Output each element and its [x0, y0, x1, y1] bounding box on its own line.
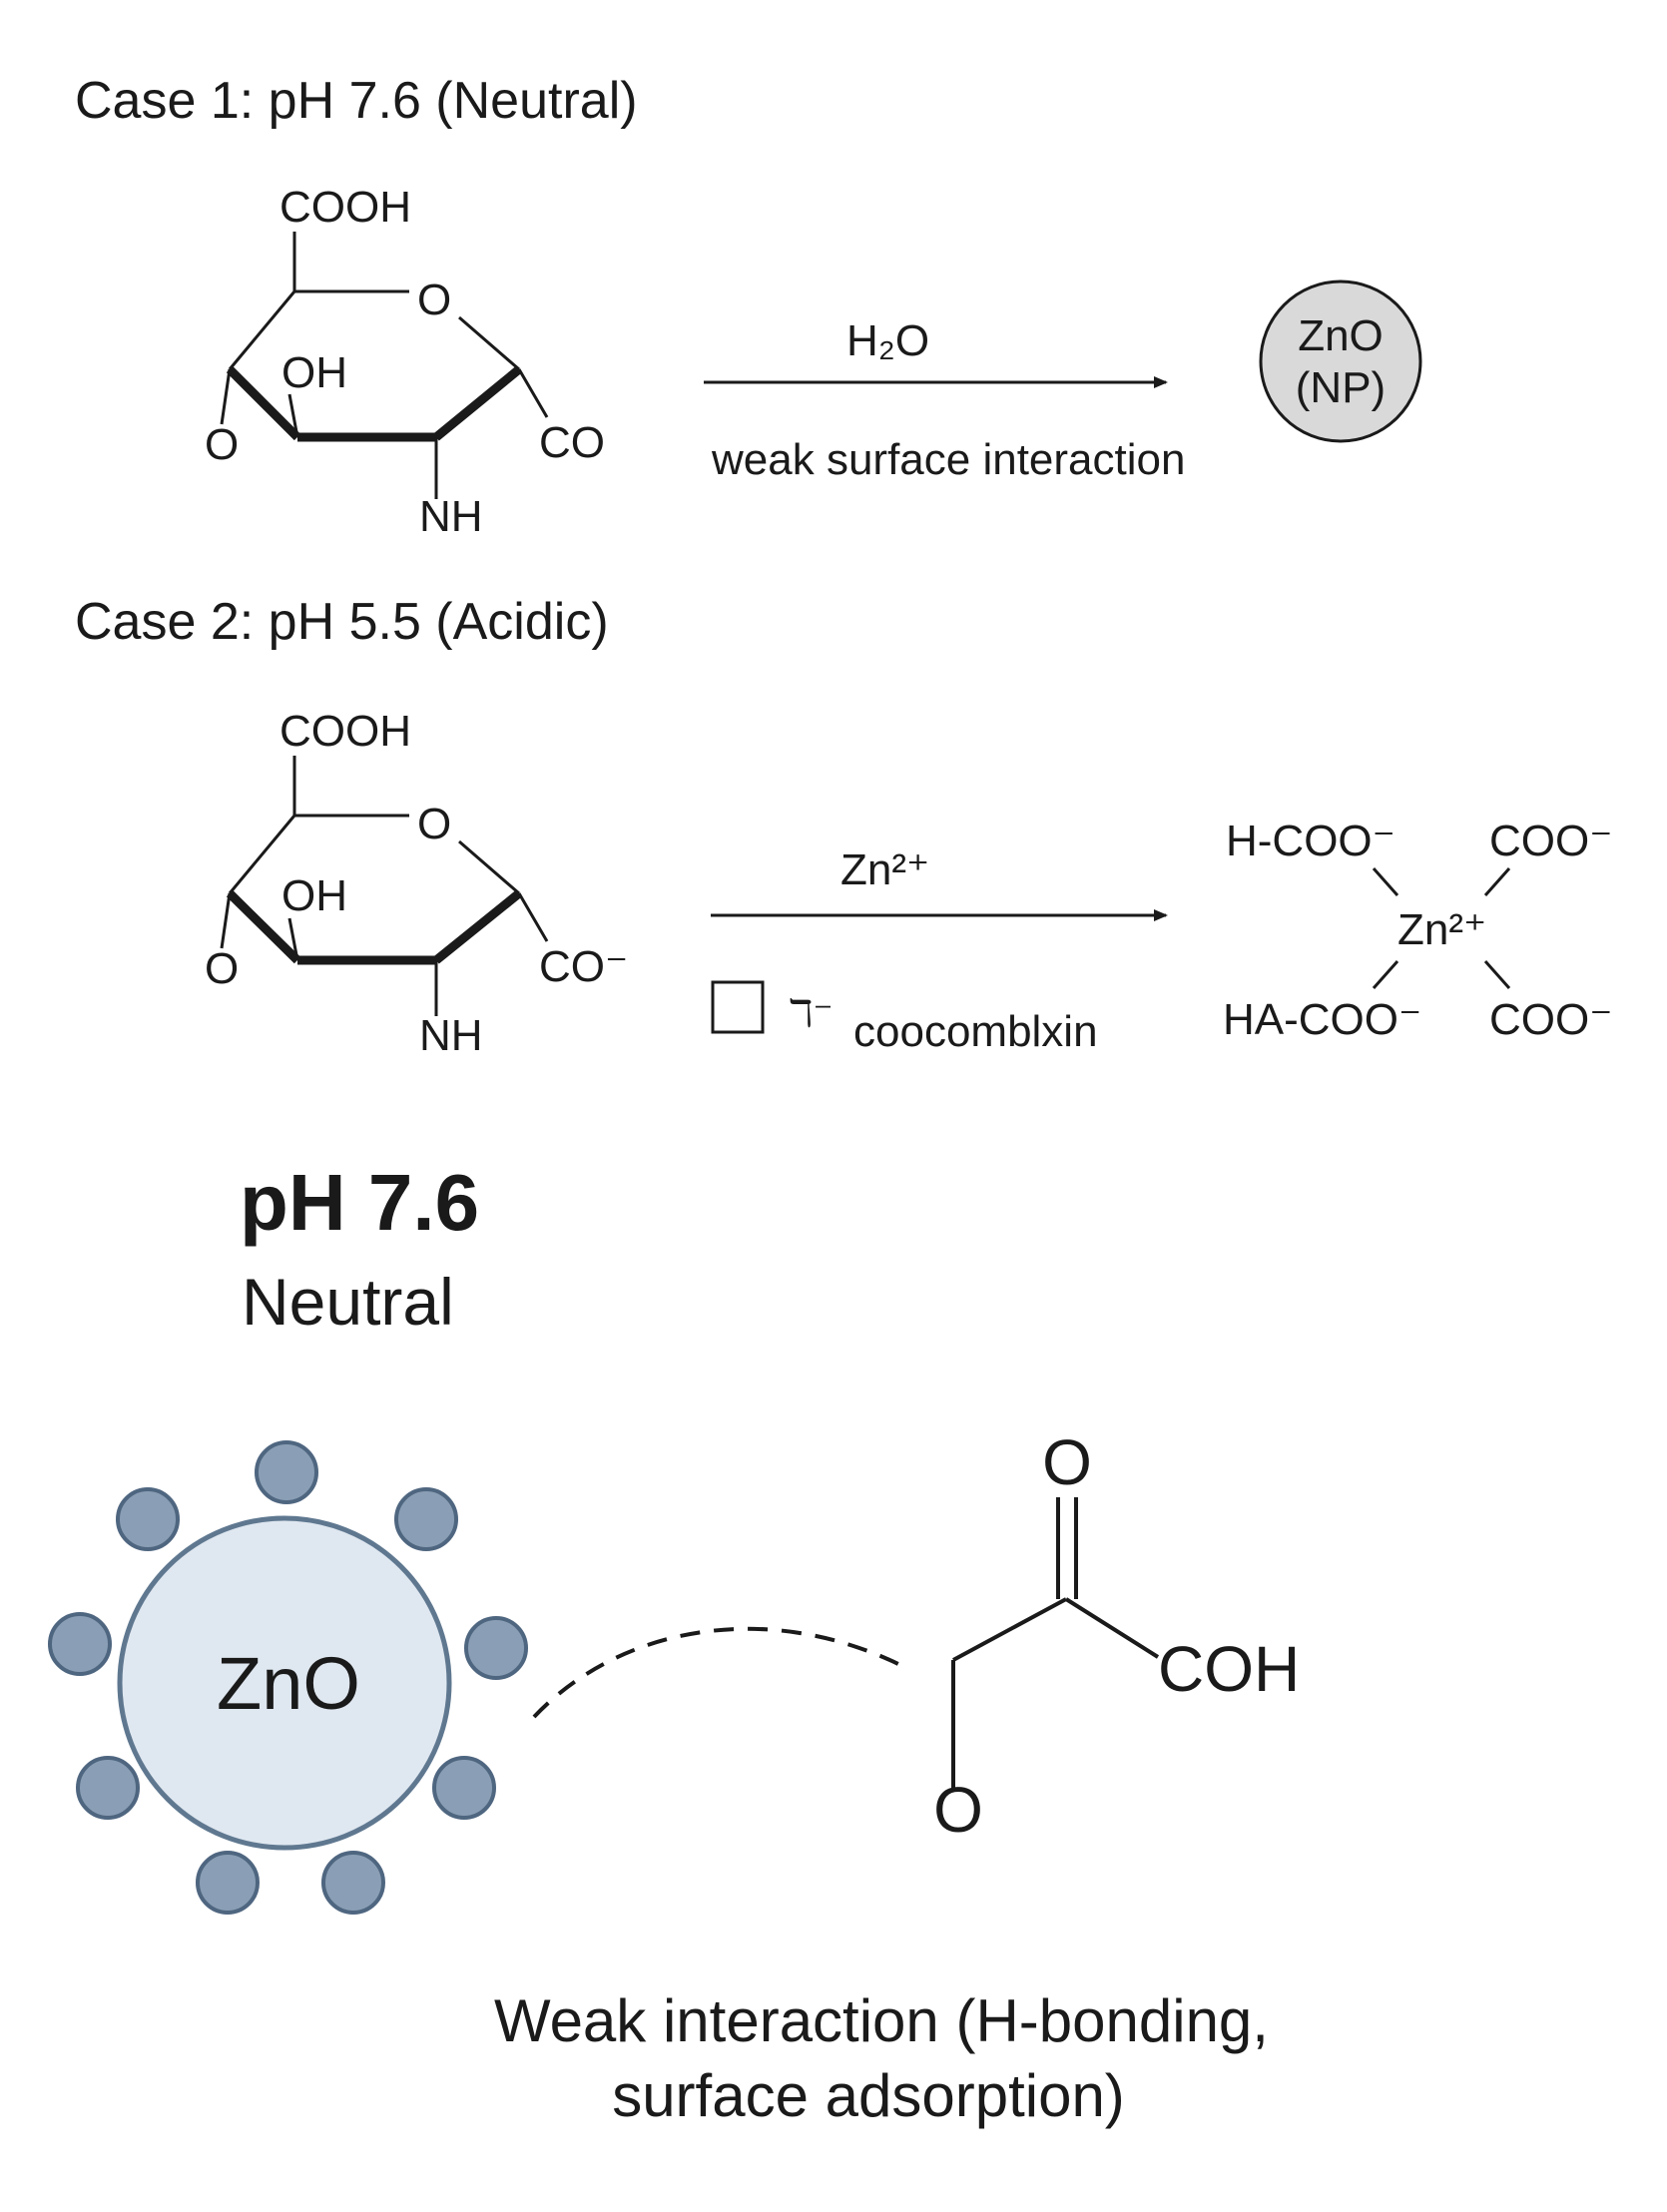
bottom-ph-label: pH 7.6	[240, 1158, 479, 1247]
ligand-dot	[321, 1851, 385, 1915]
ligand-dot	[116, 1487, 180, 1551]
case2-cooh-label: COOH	[279, 707, 411, 756]
case2-checkbox-glyph	[711, 980, 765, 1034]
carbonyl-o-label: O	[1042, 1426, 1092, 1498]
case1-nh-label: NH	[419, 492, 483, 541]
case1-ring-o-label: O	[417, 276, 451, 324]
case1-arrow-caption: weak surface interaction	[711, 435, 1185, 484]
complex-top-left: H-COO⁻	[1226, 817, 1395, 865]
ligand-dot	[394, 1487, 458, 1551]
case2-nh-label: NH	[419, 1011, 483, 1060]
case1-molecule	[220, 232, 549, 499]
zinc-complex: H-COO⁻ COO⁻ Zn²⁺ HA-COO⁻ COO⁻	[1223, 817, 1612, 1044]
zno-label: ZnO	[217, 1642, 360, 1725]
case1-co-label: CO	[539, 418, 605, 467]
case2-arrow-reagent: Zn²⁺	[840, 845, 929, 894]
complex-center: Zn²⁺	[1397, 905, 1486, 954]
ligand-dot	[464, 1616, 528, 1680]
bottom-state-label: Neutral	[242, 1265, 454, 1339]
h-bond-dashed-line	[532, 1626, 909, 1719]
case1-left-o-label: O	[205, 420, 239, 469]
case1-oh-label: OH	[281, 348, 347, 397]
case1-cooh-label: COOH	[279, 183, 411, 232]
case1-title: Case 1: pH 7.6 (Neutral)	[75, 72, 638, 130]
case2-ring-o-label: O	[417, 800, 451, 848]
case2-arrow-caption: coocomblxin	[853, 1007, 1098, 1056]
case2-left-o-label: O	[205, 944, 239, 993]
case2-molecule	[220, 756, 549, 1016]
case1-np-line2: (NP)	[1296, 363, 1386, 412]
bottom-caption-line1: Weak interaction (H-bonding,	[494, 1987, 1269, 2054]
complex-top-right: COO⁻	[1489, 817, 1612, 865]
zno-ligand-shell: ZnO	[48, 1440, 528, 1915]
complex-bottom-right: COO⁻	[1489, 995, 1612, 1044]
complex-bonds	[1372, 867, 1511, 989]
bottom-caption-line2: surface adsorption)	[612, 2062, 1125, 2129]
case2-co-label: CO⁻	[539, 942, 628, 991]
case2-oh-label: OH	[281, 871, 347, 920]
case2-title: Case 2: pH 5.5 (Acidic)	[75, 593, 609, 651]
acid-group-label: COH	[1158, 1633, 1300, 1705]
case1-nanoparticle	[1259, 279, 1422, 443]
zno-nanoparticle	[117, 1515, 452, 1851]
case1-np-line1: ZnO	[1298, 311, 1384, 360]
ligand-dot	[76, 1756, 140, 1820]
ligand-dot	[255, 1440, 318, 1504]
hydroxyl-o-label: O	[933, 1774, 983, 1846]
ligand-dot	[432, 1756, 496, 1820]
complex-bottom-left: HA-COO⁻	[1223, 995, 1421, 1044]
case2-caption-symbol: ℸ⁻	[789, 993, 834, 1035]
ligand-dot	[196, 1851, 260, 1915]
case1-arrow-reagent: H₂O	[846, 316, 929, 365]
ligand-dot	[48, 1612, 112, 1676]
bottom-molecule	[951, 1497, 1160, 1792]
